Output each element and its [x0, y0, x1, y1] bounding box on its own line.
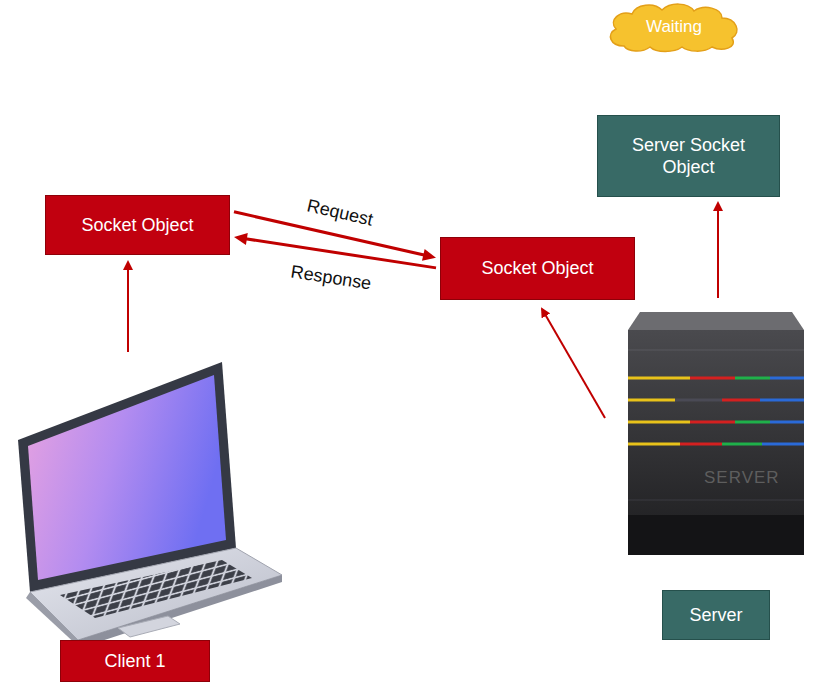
- text-group: Client 1: [104, 650, 165, 673]
- node-text: Server Socket Object: [610, 134, 767, 179]
- text-group: Server Socket Object: [610, 134, 767, 179]
- node-text: Socket Object: [81, 214, 193, 237]
- node-text: Client 1: [104, 650, 165, 673]
- socket-box: Socket Object: [45, 195, 230, 255]
- message-arrow: [244, 239, 436, 268]
- node-text: Server: [689, 604, 742, 627]
- laptop: [18, 362, 282, 648]
- arrow-head: [422, 249, 436, 261]
- edge-label: Request: [303, 195, 377, 231]
- text-group: Waiting: [646, 16, 702, 37]
- text-group: Server: [689, 604, 742, 627]
- client-label-box: Client 1: [60, 640, 210, 682]
- server-tower: [628, 312, 804, 555]
- node-text: Waiting: [646, 16, 702, 37]
- edge-label: Response: [287, 261, 374, 295]
- device-label: SERVER: [704, 468, 780, 488]
- text-group: Socket Object: [481, 257, 593, 280]
- arrow-head: [234, 233, 248, 245]
- socket-box: Socket Object: [440, 237, 635, 300]
- node-text: Socket Object: [481, 257, 593, 280]
- server-socket-box: Server Socket Object: [597, 115, 780, 197]
- text-group: Socket Object: [81, 214, 193, 237]
- server-label-box: Server: [662, 590, 770, 640]
- state-cloud: Waiting: [604, 2, 744, 52]
